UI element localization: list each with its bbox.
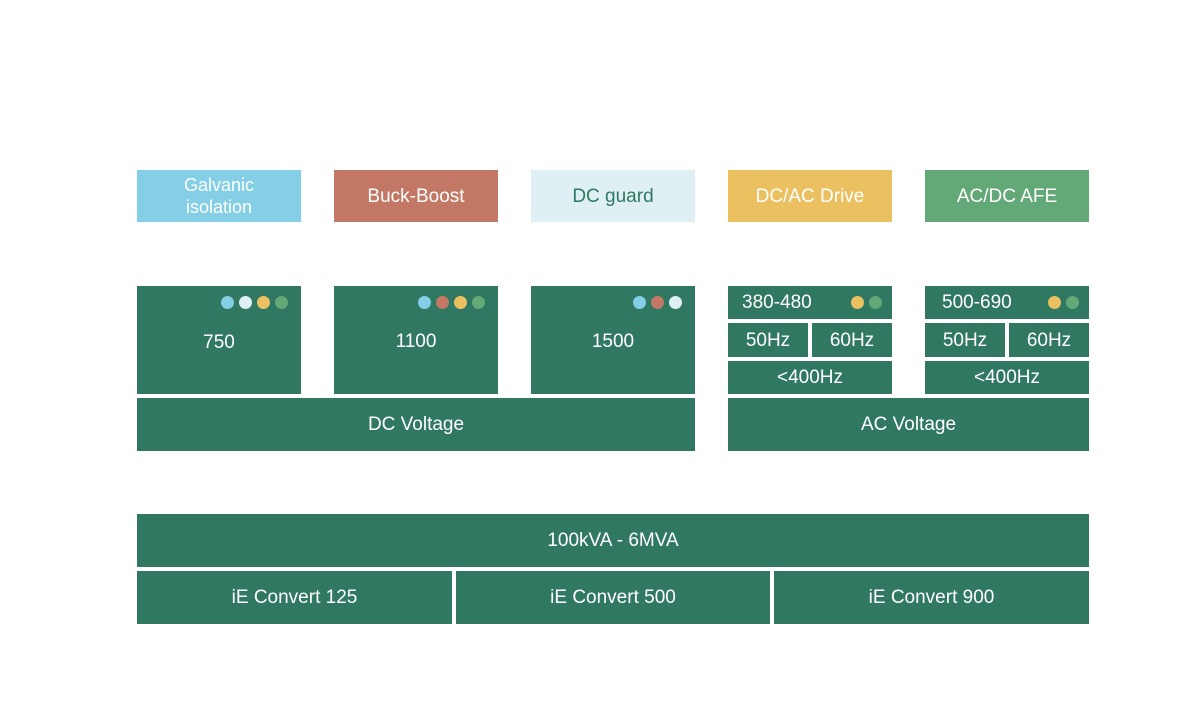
ac-range-380-480: 380-480 xyxy=(728,286,892,319)
capability-dots xyxy=(633,296,682,309)
ac-voltage-label: AC Voltage xyxy=(860,414,957,435)
dc-level-750: 750 xyxy=(137,286,301,394)
freq-label: <400Hz xyxy=(973,367,1041,388)
ac-freq-400hz: <400Hz xyxy=(925,361,1089,394)
dc-level-1100: 1100 xyxy=(334,286,498,394)
ac-freq-50hz: 50Hz xyxy=(925,323,1005,357)
legend-label: Galvanic isolation xyxy=(183,175,255,217)
legend-dc-ac-drive: DC/AC Drive xyxy=(728,170,892,222)
product-ie-convert-500: iE Convert 500 xyxy=(456,571,770,624)
product-label: iE Convert 900 xyxy=(868,587,995,608)
legend-label: DC guard xyxy=(572,185,654,207)
freq-label: 60Hz xyxy=(1026,329,1072,351)
dc-voltage-bar: DC Voltage xyxy=(137,398,695,451)
ac-voltage-bar: AC Voltage xyxy=(728,398,1089,451)
dot-ac-dc-afe xyxy=(869,295,882,309)
dot-galvanic xyxy=(633,296,646,309)
freq-label: <400Hz xyxy=(776,367,844,388)
dot-ac-dc-afe xyxy=(275,296,288,309)
dc-level-1500: 1500 xyxy=(531,286,695,394)
dot-galvanic xyxy=(418,296,431,309)
legend-label: DC/AC Drive xyxy=(755,185,865,207)
dot-dc-ac-drive xyxy=(454,296,467,309)
product-label: iE Convert 125 xyxy=(231,587,358,608)
legend-galvanic-isolation: Galvanic isolation xyxy=(137,170,301,222)
capability-dots xyxy=(418,296,485,309)
ac-range-value: 380-480 xyxy=(742,292,812,313)
dot-dc-ac-drive xyxy=(257,296,270,309)
dc-level-value: 1500 xyxy=(591,330,635,352)
dot-dc-guard xyxy=(669,296,682,309)
ac-range-value: 500-690 xyxy=(942,292,1012,313)
dc-voltage-label: DC Voltage xyxy=(367,414,465,435)
dc-level-value: 750 xyxy=(203,331,235,353)
freq-label: 50Hz xyxy=(942,329,988,351)
dot-dc-guard xyxy=(239,296,252,309)
power-range-label: 100kVA - 6MVA xyxy=(547,530,679,551)
dot-dc-ac-drive xyxy=(1048,295,1061,309)
product-label: iE Convert 500 xyxy=(550,587,676,608)
freq-label: 60Hz xyxy=(829,329,875,351)
ac-freq-50hz: 50Hz xyxy=(728,323,808,357)
product-ie-convert-900: iE Convert 900 xyxy=(774,571,1089,624)
power-range-bar: 100kVA - 6MVA xyxy=(137,514,1089,567)
legend-buck-boost: Buck-Boost xyxy=(334,170,498,222)
dc-level-value: 1100 xyxy=(395,330,437,352)
ac-freq-400hz: <400Hz xyxy=(728,361,892,394)
legend-dc-guard: DC guard xyxy=(531,170,695,222)
dot-buck-boost xyxy=(436,296,449,309)
dot-buck-boost xyxy=(651,296,664,309)
dot-ac-dc-afe xyxy=(1066,295,1079,309)
freq-label: 50Hz xyxy=(745,329,791,351)
dot-galvanic xyxy=(221,296,234,309)
capability-dots xyxy=(851,295,882,309)
legend-ac-dc-afe: AC/DC AFE xyxy=(925,170,1089,222)
capability-dots xyxy=(1048,295,1079,309)
ac-range-500-690: 500-690 xyxy=(925,286,1089,319)
legend-label: Buck-Boost xyxy=(367,185,465,207)
dot-dc-ac-drive xyxy=(851,295,864,309)
dot-ac-dc-afe xyxy=(472,296,485,309)
product-ie-convert-125: iE Convert 125 xyxy=(137,571,452,624)
ac-freq-60hz: 60Hz xyxy=(1009,323,1089,357)
legend-label: AC/DC AFE xyxy=(956,185,1058,207)
ac-freq-60hz: 60Hz xyxy=(812,323,892,357)
capability-dots xyxy=(221,296,288,309)
